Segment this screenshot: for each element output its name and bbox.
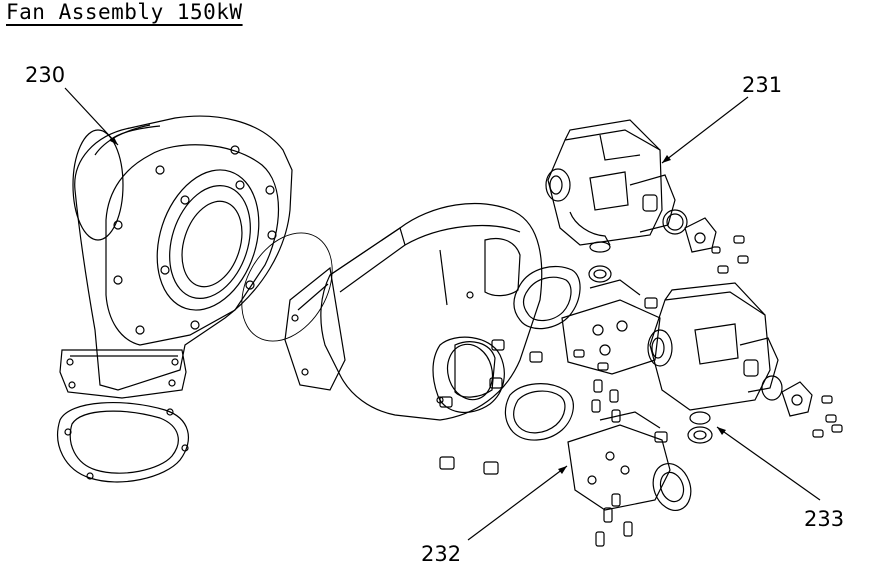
callout-231: 231 — [742, 73, 782, 97]
bolts-center — [439, 339, 543, 475]
callout-232: 232 — [421, 542, 461, 566]
coupling-231 — [662, 209, 749, 274]
adapter-flange — [432, 336, 505, 413]
motor-unit-231 — [545, 96, 749, 253]
callout-233: 233 — [804, 507, 844, 531]
gearbox-middle — [561, 279, 661, 375]
washers-233 — [687, 411, 821, 501]
flange-gaskets — [504, 265, 581, 441]
gear-unit-232 — [467, 411, 692, 541]
o-ring — [241, 232, 333, 342]
fan-housing-230 — [59, 87, 293, 399]
bolts-lower — [591, 379, 633, 547]
callout-230: 230 — [25, 63, 65, 87]
diagram-title: Fan Assembly 150kW — [6, 0, 243, 24]
center-cover — [284, 202, 543, 421]
base-gasket — [57, 402, 189, 483]
washer-top — [588, 265, 612, 283]
motor-unit-right — [647, 282, 843, 438]
